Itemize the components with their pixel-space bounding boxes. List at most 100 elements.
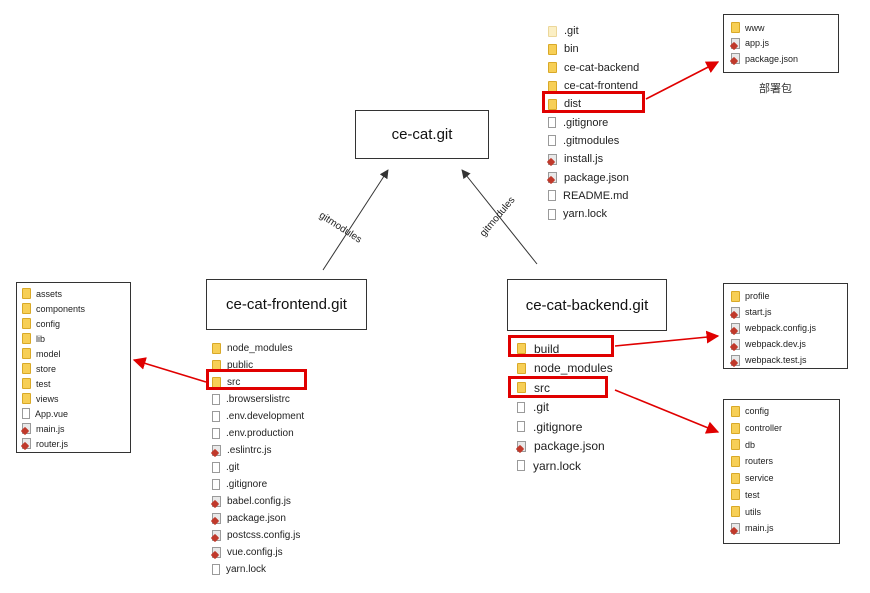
file-item: install.js [548, 150, 603, 168]
file-name: .gitignore [226, 479, 268, 490]
root-repo-box: ce-cat.git [355, 110, 489, 159]
file-name: app.js [745, 38, 770, 49]
script-file-icon [731, 338, 740, 350]
folder-icon [548, 62, 557, 74]
highlight-dist [542, 91, 645, 113]
file-name: package.json [564, 171, 629, 184]
file-name: .eslintrc.js [227, 445, 272, 456]
edge-backend-to-root [461, 169, 538, 265]
file-item: ce-cat-backend [548, 59, 639, 77]
file-name: src [534, 380, 550, 395]
file-name: src [227, 377, 241, 388]
file-name: components [36, 303, 86, 314]
script-file-icon [22, 423, 31, 434]
file-name: views [36, 393, 59, 404]
script-file-icon [731, 37, 740, 49]
arrow-dist-to-deploy [645, 61, 720, 100]
file-item: controller [731, 420, 782, 437]
file-item: .browserslistrc [212, 391, 290, 408]
file-icon [548, 208, 556, 220]
file-name: yarn.lock [226, 564, 267, 575]
file-item: routers [731, 453, 773, 470]
file-item: App.vue [22, 406, 68, 421]
file-name: controller [745, 423, 783, 434]
file-item: .git [517, 398, 549, 418]
file-icon [517, 421, 525, 433]
file-item: package.json [548, 168, 629, 186]
file-icon [212, 428, 220, 439]
folder-icon [731, 472, 740, 484]
folder-icon [548, 80, 557, 92]
folder-icon [731, 439, 740, 451]
highlight-backend-src [508, 376, 608, 398]
file-item: webpack.dev.js [731, 336, 806, 352]
file-name: .git [226, 462, 240, 473]
script-file-icon [212, 445, 221, 456]
script-file-icon [548, 172, 557, 184]
script-file-icon [212, 496, 221, 507]
folder-icon [731, 506, 740, 518]
folder-icon [22, 378, 31, 389]
script-file-icon [731, 522, 740, 534]
file-name: vue.config.js [227, 547, 283, 558]
file-item: dist [548, 95, 581, 113]
folder-icon [22, 348, 31, 359]
file-item: router.js [22, 436, 68, 451]
file-item: .env.development [212, 408, 304, 425]
file-icon [548, 117, 556, 129]
script-file-icon [517, 440, 526, 452]
file-item: views [22, 391, 59, 406]
file-name: assets [36, 288, 63, 299]
file-icon [22, 408, 30, 419]
script-file-icon [731, 306, 740, 318]
file-name: .browserslistrc [226, 394, 290, 405]
file-item: test [22, 376, 51, 391]
file-name: test [36, 378, 51, 389]
file-item: bin [548, 40, 579, 58]
backend-build-box [723, 283, 848, 369]
file-name: www [745, 22, 765, 33]
file-name: .git [564, 25, 579, 38]
edge-frontend-to-root [322, 169, 389, 271]
file-item: www [731, 20, 765, 36]
file-name: main.js [36, 423, 65, 434]
deploy-package-label: 部署包 [759, 82, 792, 95]
file-item: utils [731, 503, 761, 520]
file-item: lib [22, 331, 45, 346]
highlight-frontend-src [206, 369, 307, 390]
file-name: webpack.test.js [745, 355, 807, 365]
frontend-src-box [16, 282, 131, 453]
file-name: config [745, 406, 770, 417]
file-icon [548, 135, 556, 147]
file-item: service [731, 470, 774, 487]
file-item: node_modules [517, 359, 613, 379]
file-item: package.json [212, 510, 286, 527]
file-item: .gitmodules [548, 132, 619, 150]
file-name: model [36, 348, 61, 359]
file-name: router.js [36, 438, 69, 449]
file-name: node_modules [227, 343, 293, 354]
file-item: app.js [731, 36, 769, 52]
file-item: yarn.lock [517, 456, 581, 476]
backend-src-box [723, 399, 840, 544]
backend-repo-name: ce-cat-backend.git [525, 296, 649, 314]
file-item: src [517, 378, 550, 398]
folder-icon [731, 455, 740, 467]
file-icon [212, 411, 220, 422]
folder-icon [731, 290, 740, 302]
file-item: db [731, 436, 755, 453]
file-item: config [731, 403, 769, 420]
file-name: store [36, 363, 57, 374]
file-name: test [745, 489, 760, 500]
highlight-backend-build [508, 335, 614, 357]
file-name: .git [533, 400, 550, 415]
file-item: webpack.test.js [731, 352, 807, 368]
folder-icon [22, 393, 31, 404]
file-name: .gitignore [533, 419, 583, 434]
folder-icon [517, 382, 526, 394]
folder-icon [212, 343, 221, 354]
file-item: model [22, 346, 61, 361]
file-item: store [22, 361, 56, 376]
file-item: package.json [517, 437, 605, 457]
